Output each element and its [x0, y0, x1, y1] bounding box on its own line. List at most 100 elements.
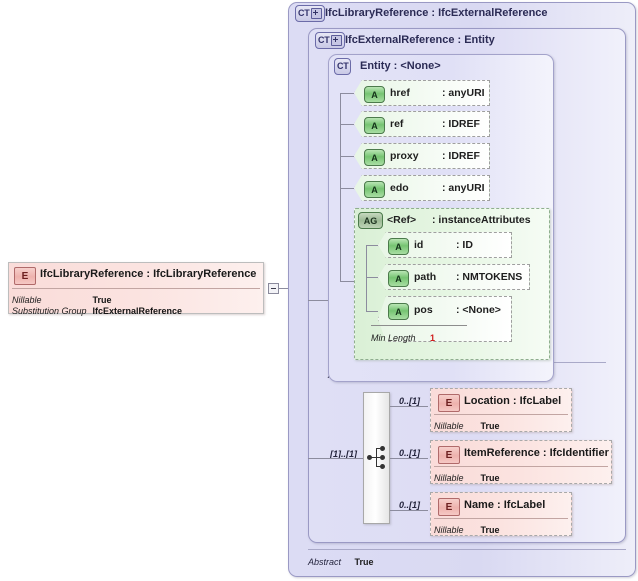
- tree-branch-id: [366, 245, 378, 246]
- prop-key-nillable: Nillable: [434, 473, 464, 483]
- ct-badge-label-middle: CT: [318, 35, 330, 45]
- attribute-type-href: : anyURI: [442, 87, 485, 99]
- element-separator-location: [434, 414, 568, 415]
- cardinality-name: 0..[1]: [399, 500, 421, 510]
- expand-plus-icon-middle[interactable]: [331, 35, 343, 46]
- element-prop-name-nillable: Nillable True: [434, 520, 499, 538]
- attribute-path[interactable]: A path : NMTOKENS: [378, 264, 530, 290]
- sequence-icon-stem: [371, 457, 376, 458]
- tree-trunk-entity: [340, 93, 341, 281]
- attribute-badge-icon: A: [364, 149, 385, 166]
- attribute-name-pos: pos: [414, 304, 433, 316]
- element-badge-icon: E: [438, 394, 460, 412]
- attribute-badge-icon: A: [364, 117, 385, 134]
- sequence-icon-dot-3: [380, 464, 385, 469]
- attribute-name-edo: edo: [390, 182, 409, 194]
- cardinality-sequence: [1]..[1]: [330, 449, 357, 459]
- connector-left-to-panel: [279, 288, 288, 289]
- tree-branch-ref: [340, 124, 354, 125]
- cardinality-location: 0..[1]: [399, 396, 421, 406]
- ct-badge-ifclibraryreference[interactable]: CT: [295, 5, 326, 22]
- connector-to-sequence: [308, 458, 363, 459]
- prop-value-nillable: True: [480, 473, 500, 483]
- facet-min-length: Min Length 1: [371, 325, 467, 346]
- sequence-icon-root-dot: [367, 455, 372, 460]
- cardinality-itemreference: 0..[1]: [399, 448, 421, 458]
- attribute-badge-icon: A: [364, 181, 385, 198]
- connector-branch-name: [390, 510, 428, 511]
- panel-title-entity: Entity : <None>: [360, 60, 441, 72]
- attribute-badge-icon: A: [388, 270, 409, 287]
- attribute-name-id: id: [414, 239, 424, 251]
- prop-key-nillable: Nillable: [434, 421, 464, 431]
- prop-value-nillable: True: [480, 421, 500, 431]
- element-prop-location-nillable: Nillable True: [434, 416, 499, 434]
- attribute-type-edo: : anyURI: [442, 182, 485, 194]
- attribute-ref[interactable]: A ref : IDREF: [354, 111, 490, 137]
- sequence-icon-branch-3: [376, 466, 380, 467]
- attribute-type-proxy: : IDREF: [442, 150, 480, 162]
- ag-name-ref: <Ref>: [387, 214, 417, 226]
- attribute-badge-icon: A: [388, 303, 409, 320]
- element-separator: [12, 288, 260, 289]
- ag-badge-icon: AG: [358, 212, 383, 229]
- tree-branch-pos: [366, 311, 378, 312]
- element-separator-itemreference: [434, 466, 608, 467]
- sequence-icon-dot-1: [380, 446, 385, 451]
- attribute-name-path: path: [414, 271, 437, 283]
- ct-badge-label: CT: [298, 8, 310, 18]
- expand-plus-icon[interactable]: [311, 8, 323, 19]
- tree-trunk-refgroup: [366, 245, 367, 311]
- collapse-toggle-button[interactable]: [268, 283, 279, 294]
- ct-badge-entity[interactable]: CT: [334, 58, 352, 75]
- element-title-itemreference: ItemReference : IfcIdentifier: [464, 447, 609, 459]
- tree-branch-href: [340, 93, 354, 94]
- attribute-name-proxy: proxy: [390, 150, 419, 162]
- prop-value-nillable: True: [480, 525, 500, 535]
- attribute-type-pos: : <None>: [456, 304, 501, 316]
- tree-branch-path: [366, 277, 378, 278]
- prop-key-substitution-group: Substitution Group: [12, 306, 87, 316]
- attribute-name-href: href: [390, 87, 410, 99]
- prop-key-nillable: Nillable: [434, 525, 464, 535]
- attribute-type-id: : ID: [456, 239, 473, 251]
- element-prop-nillable: Nillable True: [12, 290, 111, 308]
- prop-value-nillable: True: [92, 295, 112, 305]
- ag-type-ref: : instanceAttributes: [432, 214, 531, 226]
- element-title-ifclibraryreference: IfcLibraryReference : IfcLibraryReferenc…: [40, 268, 257, 280]
- attribute-edo[interactable]: A edo : anyURI: [354, 175, 490, 201]
- element-badge-icon: E: [14, 267, 36, 285]
- attribute-proxy[interactable]: A proxy : IDREF: [354, 143, 490, 169]
- prop-value-substitution-group: IfcExternalReference: [92, 306, 182, 316]
- attribute-type-ref: : IDREF: [442, 118, 480, 130]
- element-title-location: Location : IfcLabel: [464, 395, 562, 407]
- connector-panel-inner: [308, 300, 328, 301]
- element-separator-name: [434, 518, 568, 519]
- prop-key-nillable: Nillable: [12, 295, 42, 305]
- tree-branch-edo: [340, 188, 354, 189]
- element-badge-icon: E: [438, 446, 460, 464]
- facet-value: 1: [429, 333, 435, 343]
- connector-branch-location: [390, 406, 428, 407]
- abstract-value-outer: True: [354, 557, 374, 567]
- attribute-pos[interactable]: A pos : <None>: [378, 296, 512, 342]
- element-box-itemreference[interactable]: [430, 440, 612, 484]
- ct-badge-ifcexternalreference[interactable]: CT: [315, 32, 346, 49]
- connector-branch-itemreference: [390, 458, 428, 459]
- ct-badge-label-entity: CT: [337, 61, 349, 71]
- facet-label: Min Length: [371, 333, 416, 343]
- sequence-icon-branch-1: [376, 448, 380, 449]
- attribute-href[interactable]: A href : anyURI: [354, 80, 490, 106]
- sequence-icon-branch-2: [376, 457, 380, 458]
- element-prop-substitution-group: Substitution Group IfcExternalReference: [12, 301, 182, 319]
- attribute-badge-icon: A: [364, 86, 385, 103]
- attribute-id[interactable]: A id : ID: [378, 232, 512, 258]
- element-badge-icon: E: [438, 498, 460, 516]
- sequence-icon-dot-2: [380, 455, 385, 460]
- panel-title-ifclibraryreference: IfcLibraryReference : IfcExternalReferen…: [325, 7, 548, 19]
- tree-branch-refgroup: [340, 281, 354, 282]
- attribute-badge-icon: A: [388, 238, 409, 255]
- abstract-label-outer: Abstract: [308, 557, 342, 567]
- attribute-type-path: : NMTOKENS: [456, 271, 523, 283]
